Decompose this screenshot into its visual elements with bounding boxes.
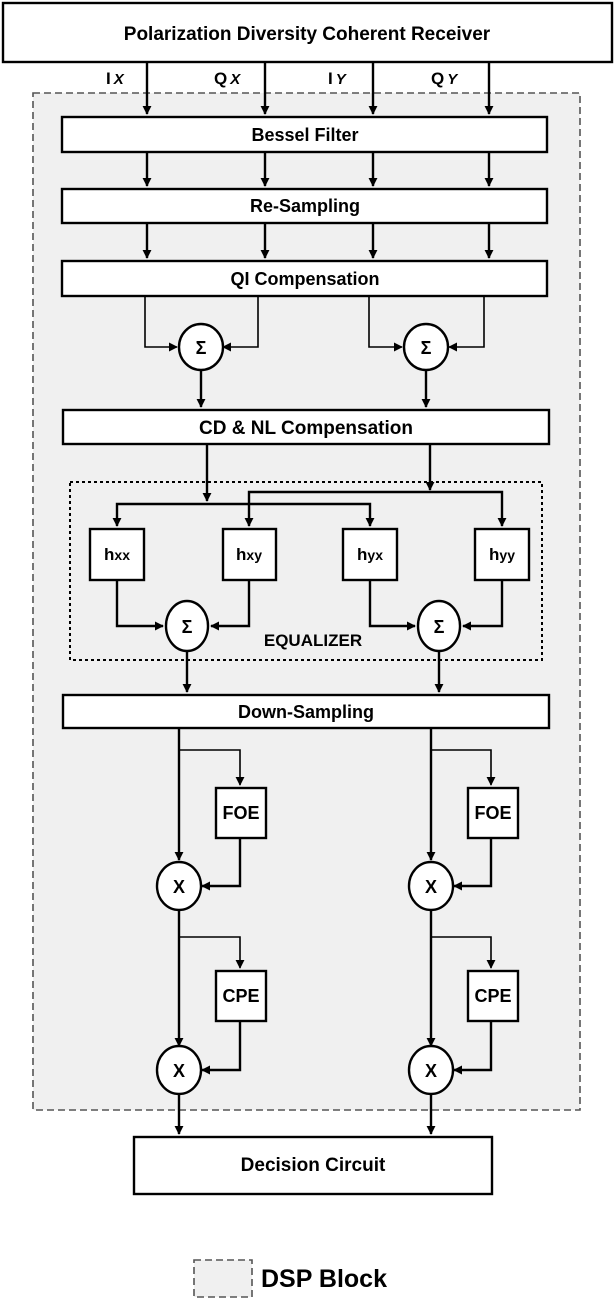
eq-sum-node-x bbox=[164, 599, 210, 653]
mult-symbol-foe-right: X bbox=[425, 877, 437, 897]
filter-box-hyx bbox=[341, 527, 399, 582]
mult-node-foe-left bbox=[155, 860, 203, 912]
filter-box-hxx bbox=[88, 527, 146, 582]
cd-nl-compensation-label: CD & NL Compensation bbox=[199, 418, 413, 439]
bessel-filter-label: Bessel Filter bbox=[251, 125, 358, 145]
filter-label-hxy: hxy bbox=[236, 545, 262, 564]
eq-sum-node-y bbox=[416, 599, 462, 653]
cd-nl-compensation-box bbox=[61, 408, 551, 446]
qi-sum-symbol-y: Σ bbox=[421, 338, 432, 358]
foe-box-left bbox=[214, 786, 268, 840]
receiver-box bbox=[1, 1, 614, 64]
down-sampling-label: Down-Sampling bbox=[238, 702, 374, 722]
mult-symbol-cpe-left: X bbox=[173, 1061, 185, 1081]
filter-box-hyy bbox=[473, 527, 531, 582]
filter-box-hxy bbox=[221, 527, 278, 582]
qi-sum-node-y bbox=[402, 322, 450, 372]
resampling-label: Re-Sampling bbox=[250, 196, 360, 216]
qi-compensation-label: QI Compensation bbox=[230, 269, 379, 289]
filter-label-hyx: hyx bbox=[357, 545, 383, 564]
down-sampling-box bbox=[61, 693, 551, 730]
qi-sum-node-x bbox=[177, 322, 225, 372]
cpe-box-right bbox=[466, 969, 520, 1023]
dsp-block-region bbox=[32, 92, 581, 1111]
filter-label-hyy: hyy bbox=[489, 545, 515, 564]
mult-node-cpe-right bbox=[407, 1044, 455, 1096]
cpe-label-right: CPE bbox=[474, 986, 511, 1006]
eq-sum-symbol-y: Σ bbox=[434, 617, 445, 637]
equalizer-label: EQUALIZER bbox=[264, 631, 362, 650]
filter-label-hxx: hxx bbox=[104, 545, 130, 564]
receiver-label: Polarization Diversity Coherent Receiver bbox=[124, 24, 491, 45]
legend-swatch bbox=[193, 1259, 253, 1298]
mult-symbol-foe-left: X bbox=[173, 877, 185, 897]
decision-circuit-label: Decision Circuit bbox=[241, 1155, 386, 1176]
eq-sum-symbol-x: Σ bbox=[182, 617, 193, 637]
legend: DSP Block bbox=[193, 1259, 387, 1298]
cpe-label-left: CPE bbox=[222, 986, 259, 1006]
decision-circuit-box bbox=[132, 1135, 494, 1196]
foe-label-left: FOE bbox=[222, 803, 259, 823]
legend-label: DSP Block bbox=[261, 1265, 387, 1293]
mult-symbol-cpe-right: X bbox=[425, 1061, 437, 1081]
resampling-box bbox=[60, 187, 549, 225]
qi-compensation-box bbox=[60, 259, 549, 298]
qi-sum-symbol-x: Σ bbox=[196, 338, 207, 358]
bessel-filter-box bbox=[60, 115, 549, 154]
foe-label-right: FOE bbox=[474, 803, 511, 823]
mult-node-cpe-left bbox=[155, 1044, 203, 1096]
cpe-box-left bbox=[214, 969, 268, 1023]
equalizer-region bbox=[69, 481, 543, 661]
foe-box-right bbox=[466, 786, 520, 840]
mult-node-foe-right bbox=[407, 860, 455, 912]
wires bbox=[112, 62, 507, 1135]
